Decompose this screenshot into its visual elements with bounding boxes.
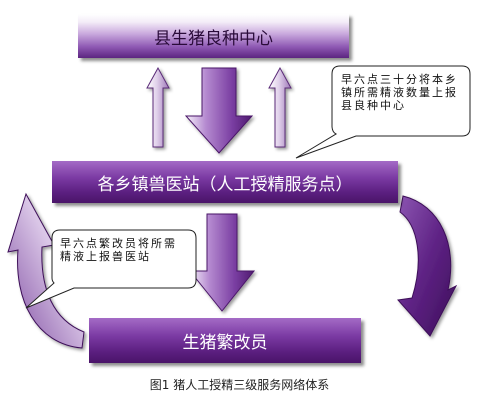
county-breeding-center-label: 县生猪良种中心 <box>154 28 273 49</box>
callout-left-bubble <box>25 229 197 309</box>
township-vet-station-label: 各乡镇兽医站（人工授精服务点） <box>97 174 353 195</box>
pig-breeder-label: 生猪繁改员 <box>182 333 268 353</box>
callout-right-text: 早六点三十分将本乡镇所需精液数量上报县良种中心 <box>341 73 458 112</box>
township-vet-station-node: 各乡镇兽医站（人工授精服务点） <box>52 161 398 203</box>
curved-arrow-left-icon <box>7 192 85 349</box>
curved-arrow-right-icon <box>397 195 458 337</box>
up-arrow-right-icon <box>268 66 292 148</box>
up-arrow-left-icon <box>146 66 170 148</box>
callout-right-bubble <box>295 65 471 159</box>
down-arrow-center-top-icon <box>184 67 254 154</box>
callout-left-text: 早六点繁改员将所需精液上报兽医站 <box>60 237 177 263</box>
figure-caption: 图1 猪人工授精三级服务网络体系 <box>149 378 330 392</box>
county-breeding-center-node: 县生猪良种中心 <box>78 14 349 58</box>
pig-breeder-node: 生猪繁改员 <box>89 318 361 363</box>
down-arrow-center-bottom-icon <box>188 213 256 312</box>
